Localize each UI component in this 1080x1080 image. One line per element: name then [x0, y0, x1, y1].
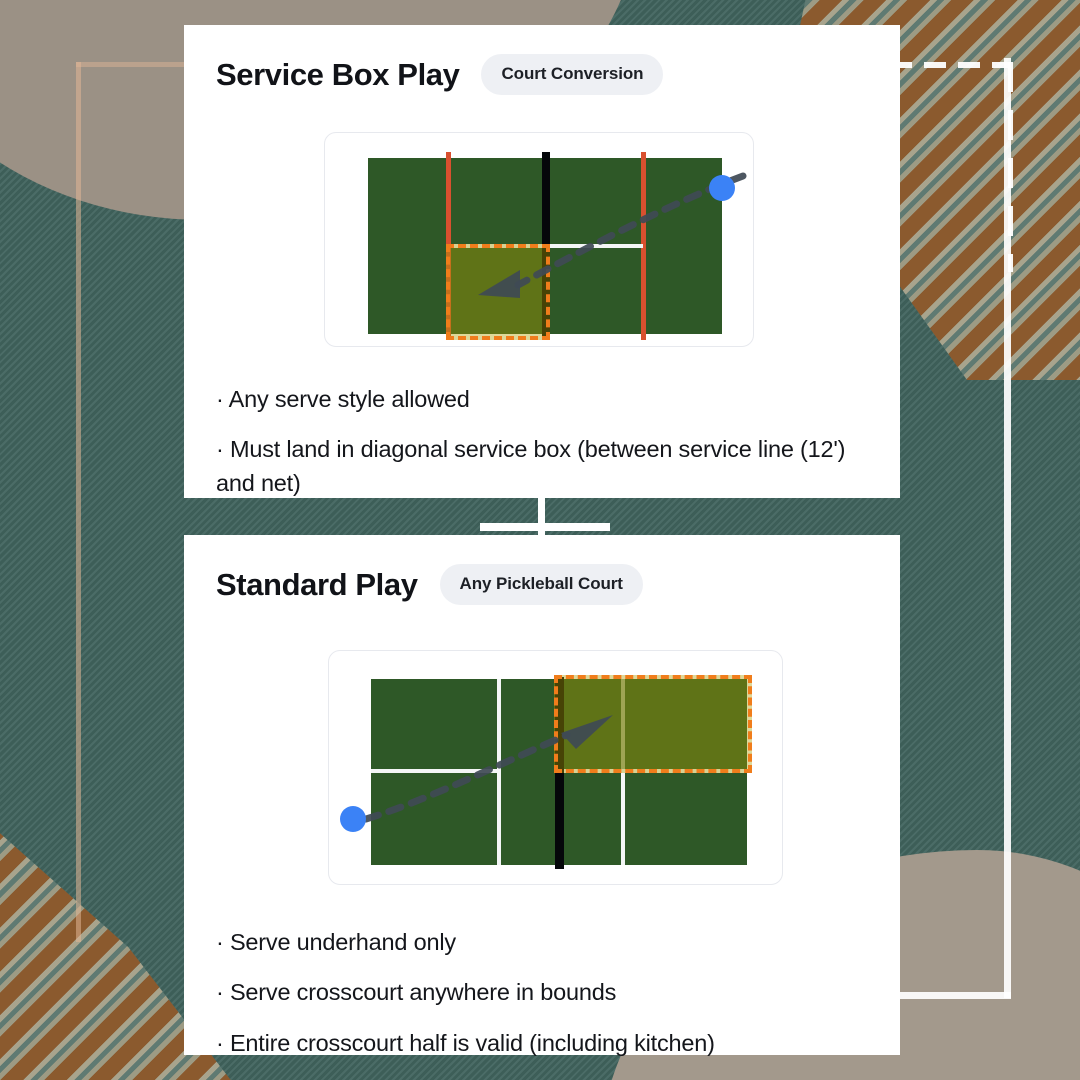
list-item: · Entire crosscourt half is valid (inclu… — [216, 1029, 715, 1056]
center-line-left-icon — [371, 769, 501, 773]
serve-trajectory-icon — [514, 172, 747, 289]
diagram-panel-service-box-play — [324, 132, 754, 347]
status-badge-court-conversion: Court Conversion — [481, 54, 664, 95]
card-standard-play: Standard Play Any Pickleball Court — [184, 535, 900, 1056]
serve-origin-ball-icon — [709, 175, 735, 201]
kitchen-line-right-upper-icon — [621, 679, 625, 769]
status-badge-any-pickleball-court: Any Pickleball Court — [439, 564, 643, 605]
rules-list-standard-play: · Serve underhand only · Serve crosscour… — [216, 926, 864, 1060]
landing-target-arrow-icon — [478, 270, 520, 298]
background-white-dashed-line-vertical — [1008, 62, 1013, 272]
kitchen-line-right-icon — [621, 769, 625, 865]
background-white-court-line-vertical — [1004, 58, 1011, 998]
card-header-standard-play: Standard Play Any Pickleball Court — [184, 535, 900, 605]
card-service-box-play: Service Box Play Court Conversion — [184, 25, 900, 498]
court-surface-service-box — [368, 152, 747, 340]
background-tan-court-line-vertical — [76, 62, 81, 942]
card-header-service-box-play: Service Box Play Court Conversion — [184, 25, 900, 95]
net-line-icon — [555, 677, 564, 869]
service-line-right-icon — [641, 152, 646, 340]
page-title-standard-play: Standard Play — [216, 566, 418, 602]
list-item: · Any serve style allowed — [216, 386, 470, 412]
highlight-crosscourt-half — [554, 675, 752, 773]
diagram-panel-standard-play — [328, 650, 783, 885]
connector-vertical-stem — [538, 490, 545, 538]
list-item: · Serve underhand only — [216, 929, 456, 955]
page-title-service-box-play: Service Box Play — [216, 56, 460, 92]
list-item: · Serve crosscourt anywhere in bounds — [216, 979, 617, 1006]
court-surface-standard — [362, 675, 752, 869]
background-white-dashed-line-horizontal — [890, 62, 1010, 68]
rules-list-service-box-play: · Any serve style allowed · Must land in… — [216, 383, 864, 500]
card-connector — [480, 490, 610, 545]
landing-target-arrow-icon — [561, 715, 613, 749]
serve-origin-ball-icon — [340, 806, 366, 832]
connector-horizontal-bar — [480, 523, 610, 531]
list-item: · Must land in diagonal service box (bet… — [216, 436, 846, 496]
serve-trajectory-icon — [362, 731, 571, 823]
